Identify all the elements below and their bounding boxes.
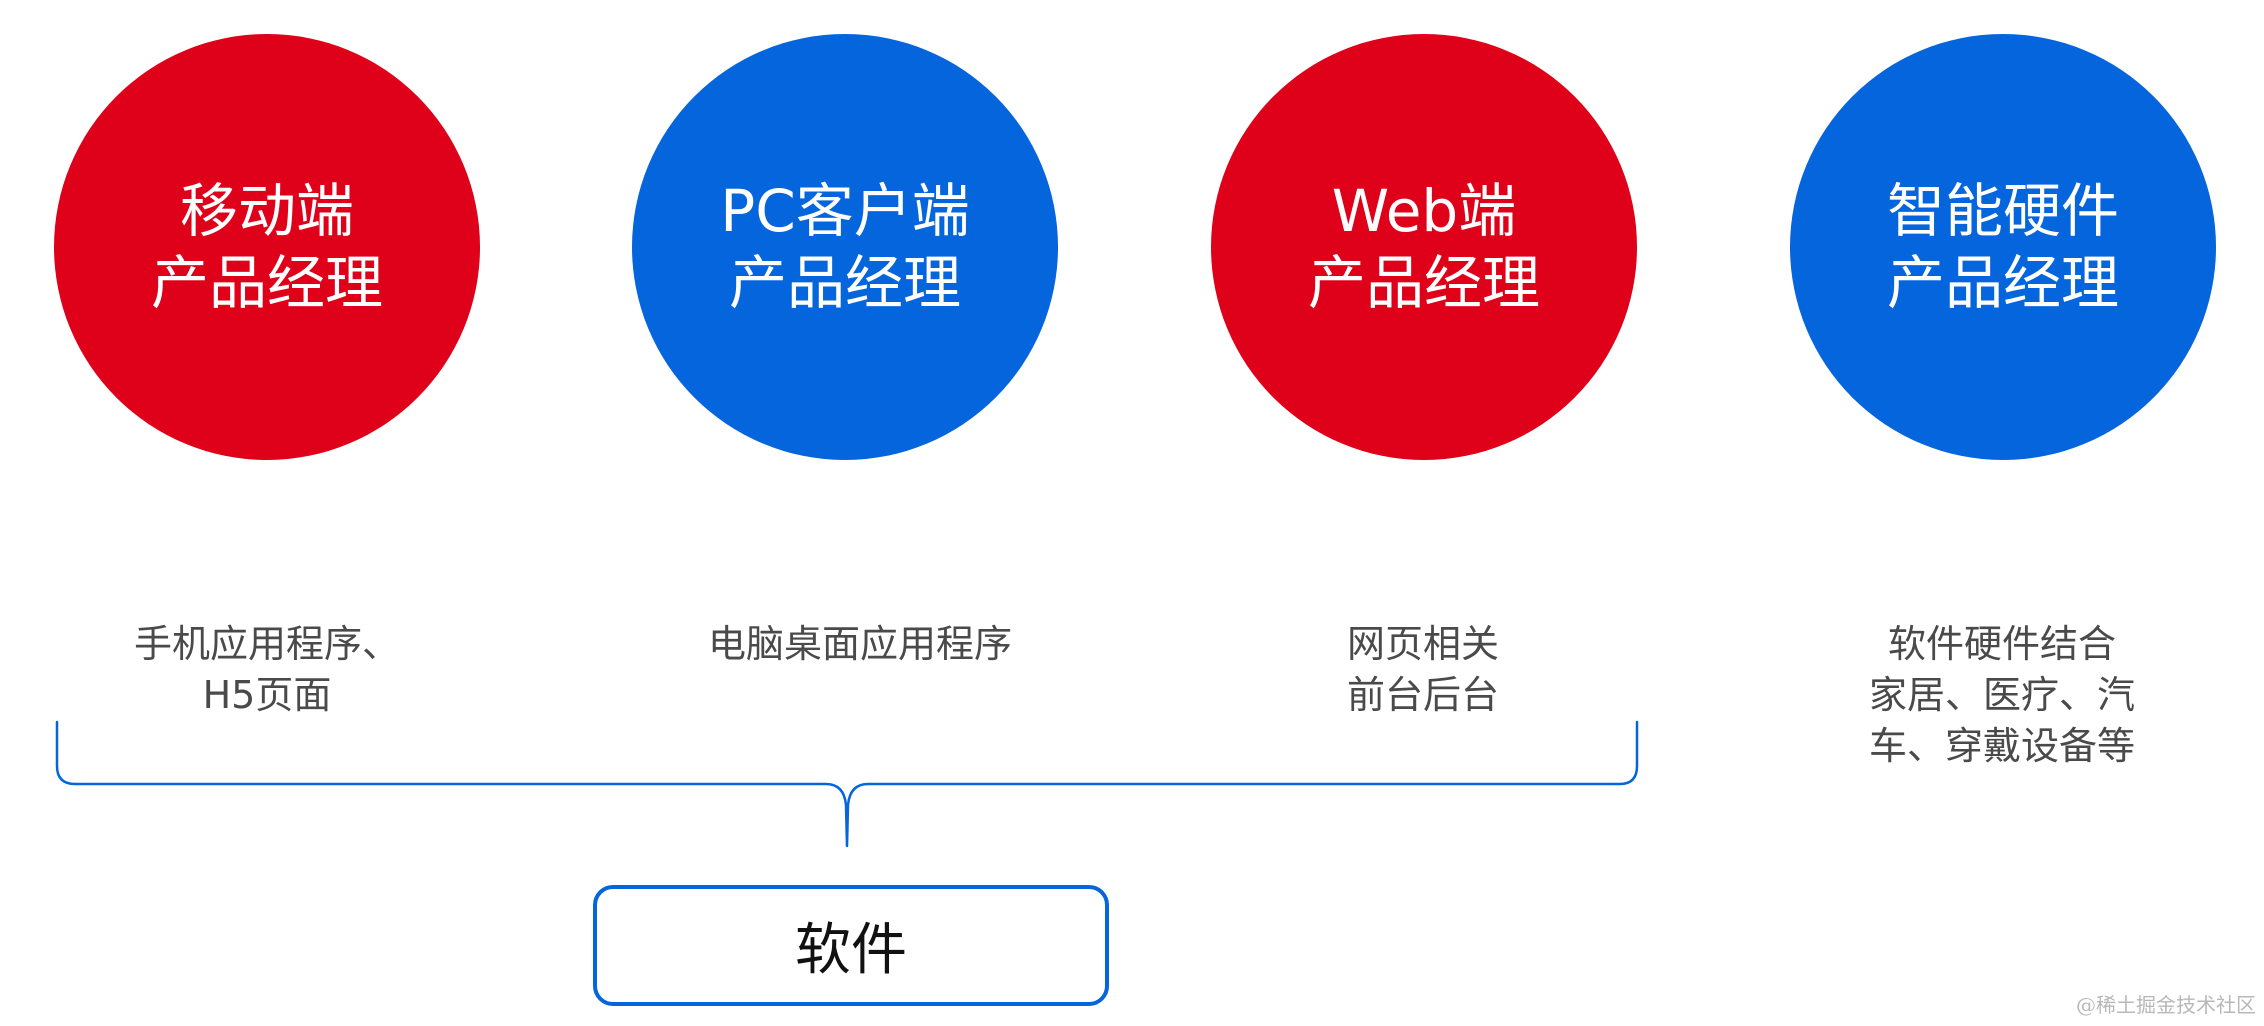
role-description-line: H5页面 bbox=[202, 673, 332, 717]
role-title-line: 产品经理 bbox=[1307, 249, 1540, 317]
role-title-line: Web端 bbox=[1331, 177, 1517, 245]
role-description-line: 手机应用程序、 bbox=[133, 622, 400, 666]
role-title-line: 移动端 bbox=[179, 177, 354, 245]
role-title-line: 产品经理 bbox=[728, 249, 961, 317]
role-description-line: 家居、医疗、汽 bbox=[1868, 673, 2135, 717]
role-title-line: 产品经理 bbox=[1886, 249, 2119, 317]
role-circle-pc-client: PC客户端 产品经理 bbox=[632, 34, 1058, 460]
role-title-line: 产品经理 bbox=[150, 249, 383, 317]
brace-path bbox=[55, 720, 1639, 848]
role-title-line: PC客户端 bbox=[720, 177, 970, 245]
role-description-line: 前台后台 bbox=[1346, 673, 1499, 717]
role-description-line: 电脑桌面应用程序 bbox=[707, 622, 1012, 666]
role-description-pc-client: 电脑桌面应用程序 bbox=[650, 619, 1070, 670]
role-description-line: 网页相关 bbox=[1346, 622, 1499, 666]
role-description-web: 网页相关 前台后台 bbox=[1213, 619, 1633, 721]
role-circle-mobile: 移动端 产品经理 bbox=[54, 34, 480, 460]
software-group-label: 软件 bbox=[593, 885, 1109, 1006]
role-description-line: 软件硬件结合 bbox=[1887, 622, 2116, 666]
role-description-smart-hardware: 软件硬件结合 家居、医疗、汽 车、穿戴设备等 bbox=[1792, 619, 2212, 772]
role-circle-smart-hardware: 智能硬件 产品经理 bbox=[1790, 34, 2216, 460]
role-description-line: 车、穿戴设备等 bbox=[1868, 724, 2135, 768]
role-circle-web: Web端 产品经理 bbox=[1211, 34, 1637, 460]
watermark: @稀土掘金技术社区 bbox=[2076, 993, 2256, 1017]
role-title-line: 智能硬件 bbox=[1886, 177, 2119, 245]
role-description-mobile: 手机应用程序、 H5页面 bbox=[57, 619, 477, 721]
